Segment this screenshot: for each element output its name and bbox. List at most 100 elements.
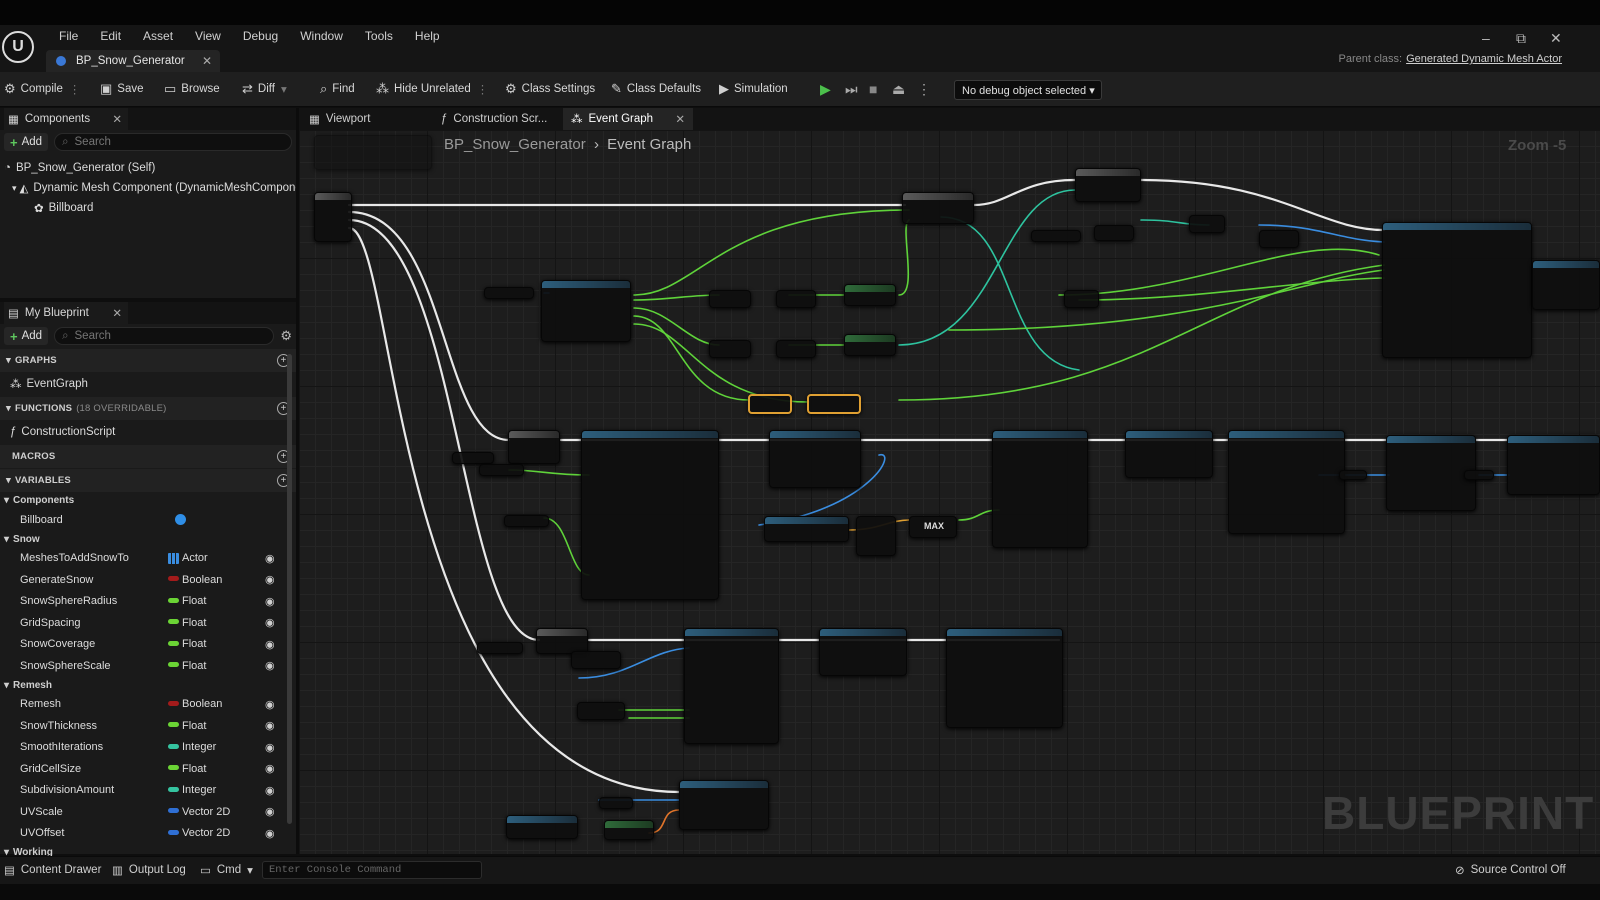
console-input[interactable]: Enter Console Command <box>262 861 482 879</box>
browse-button[interactable]: ▭Browse <box>164 81 220 97</box>
close-window-button[interactable]: ✕ <box>1550 30 1562 46</box>
parent-class-link[interactable]: Generated Dynamic Mesh Actor <box>1406 53 1562 65</box>
menu-view[interactable]: View <box>195 29 221 43</box>
math-node[interactable] <box>1259 230 1299 248</box>
my-blueprint-search-input[interactable] <box>74 330 235 342</box>
panel-splitter[interactable] <box>296 108 299 854</box>
class-settings-button[interactable]: ⚙Class Settings <box>505 81 595 97</box>
tree-item-dynamic-mesh[interactable]: ▾◭Dynamic Mesh Component (DynamicMeshCom… <box>0 178 315 198</box>
scale-mesh-uvs-node[interactable] <box>1386 435 1476 511</box>
get-variable-node[interactable] <box>484 287 534 299</box>
eye-icon[interactable]: ◉ <box>265 698 275 711</box>
restore-button[interactable]: ⧉ <box>1516 30 1526 46</box>
variable-category[interactable]: ▾Working <box>0 844 296 861</box>
menu-file[interactable]: File <box>59 29 79 43</box>
variable-category[interactable]: ▾Snow <box>0 531 296 548</box>
tree-item-billboard[interactable]: ✿Billboard <box>0 198 296 218</box>
output-log-button[interactable]: ▥Output Log <box>112 863 186 877</box>
simulation-button[interactable]: ▶Simulation <box>719 81 788 97</box>
macros-section[interactable]: MACROS+ <box>0 445 296 468</box>
tab-event-graph[interactable]: ⁂Event Graph✕ <box>563 108 693 130</box>
my-blueprint-tab[interactable]: ▤My Blueprint✕ <box>4 302 128 324</box>
find-nearest-ray-intersection-node[interactable] <box>1382 222 1532 358</box>
eye-icon[interactable]: ◉ <box>265 638 275 651</box>
set-mesh-uvs-from-box-projection-node[interactable] <box>992 430 1088 548</box>
eye-icon[interactable]: ◉ <box>265 595 275 608</box>
variable-category[interactable]: ▾Components <box>0 492 296 509</box>
document-tab[interactable]: BP_Snow_Generator ✕ <box>46 50 220 72</box>
graph-item-eventgraph[interactable]: ⁂EventGraph <box>0 372 296 396</box>
get-uvscale-node[interactable] <box>1339 470 1367 480</box>
save-button[interactable]: ▣Save <box>100 81 144 97</box>
compute-tangents-node[interactable] <box>1125 430 1213 478</box>
get-variable-node[interactable] <box>1031 230 1081 242</box>
get-displacement-node[interactable] <box>577 702 625 720</box>
eye-icon[interactable]: ◉ <box>265 784 275 797</box>
eye-icon[interactable]: ◉ <box>265 827 275 840</box>
debug-object-select[interactable]: No debug object selected ▾ <box>954 80 1102 100</box>
my-blueprint-search[interactable]: ⌕ <box>54 327 275 345</box>
source-control-button[interactable]: ⊘Source Control Off <box>1455 863 1566 877</box>
comment-node[interactable] <box>314 135 432 170</box>
math-node[interactable] <box>1094 225 1134 241</box>
compute-tangents-node[interactable] <box>819 628 907 676</box>
compute-split-normals-node[interactable] <box>1228 430 1345 534</box>
get-triangle-node[interactable] <box>1532 260 1600 310</box>
eye-icon[interactable]: ◉ <box>265 806 275 819</box>
add-component-button[interactable]: +Add <box>4 133 49 151</box>
play-icon[interactable]: ▶ <box>820 81 831 97</box>
variables-section[interactable]: ▾VARIABLES+ <box>0 469 296 492</box>
get-snow-thickness-node[interactable] <box>504 515 549 527</box>
menu-tools[interactable]: Tools <box>364 29 393 43</box>
compile-button[interactable]: ⚙Compile⋮ <box>4 81 80 97</box>
apply-mesh-morphology-node[interactable] <box>581 430 719 600</box>
variable-category[interactable]: ▾Remesh <box>0 677 296 694</box>
apply-iterative-smoothing-node[interactable] <box>769 430 861 488</box>
for-loop-node[interactable] <box>902 192 974 224</box>
close-icon[interactable]: ✕ <box>112 308 122 320</box>
play-options-icon[interactable]: ⋮ <box>917 81 931 97</box>
get-remesh-node[interactable] <box>452 452 494 464</box>
components-search-input[interactable] <box>74 136 235 148</box>
break-vector-node[interactable] <box>856 516 896 556</box>
graphs-section[interactable]: ▾GRAPHS+ <box>0 349 296 372</box>
eye-icon[interactable]: ◉ <box>265 552 275 565</box>
get-remesh-node[interactable] <box>477 642 523 654</box>
close-icon[interactable]: ✕ <box>675 114 685 126</box>
compute-split-normals-node[interactable] <box>946 628 1063 728</box>
hide-unrelated-options-icon[interactable]: ⋮ <box>476 84 489 96</box>
math-node[interactable] <box>709 340 751 358</box>
eye-icon[interactable]: ◉ <box>265 660 275 673</box>
cmd-select[interactable]: ▭Cmd▾ <box>200 863 253 877</box>
compile-options-icon[interactable]: ⋮ <box>68 84 81 96</box>
stop-icon[interactable]: ■ <box>869 81 878 97</box>
eye-icon[interactable]: ◉ <box>265 741 275 754</box>
eye-icon[interactable]: ◉ <box>265 720 275 733</box>
eject-icon[interactable]: ⏏ <box>892 81 906 97</box>
apply-displace-from-texture-map-node[interactable] <box>684 628 779 744</box>
for-loop-node[interactable] <box>1075 168 1141 202</box>
selected-math-node[interactable] <box>807 394 861 414</box>
get-variable-node[interactable] <box>479 464 524 476</box>
math-node[interactable] <box>776 340 816 358</box>
math-node[interactable] <box>1189 215 1225 233</box>
get-actor-transform-node[interactable] <box>506 815 578 839</box>
math-node[interactable] <box>776 290 816 308</box>
get-mesh-bounding-box-node[interactable] <box>541 280 631 342</box>
branch-node[interactable] <box>508 430 560 464</box>
add-member-button[interactable]: +Add <box>4 327 49 345</box>
invert-transform-node[interactable] <box>604 820 654 840</box>
close-tab-icon[interactable]: ✕ <box>201 54 212 68</box>
